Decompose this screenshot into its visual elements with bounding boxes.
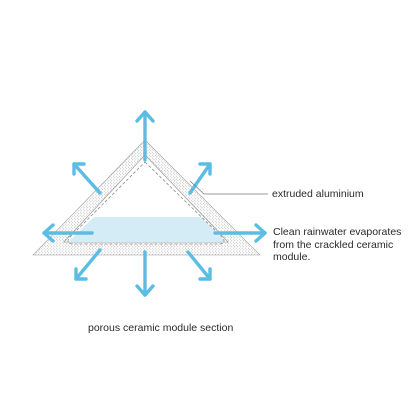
arrow-down-icon [135,250,155,297]
aluminium-leader-line [189,180,268,195]
evaporation-label: Clean rainwater evaporates from the crac… [273,226,402,263]
water-fill [68,217,226,242]
arrow-left-icon [42,223,94,243]
arrow-down-left-icon [74,248,102,281]
evaporation-arrows [42,110,267,297]
aluminium-label: extruded aluminium [272,188,364,200]
arrow-up-left-icon [72,162,102,195]
arrow-up-right-icon [188,162,212,195]
arrow-right-icon [213,223,267,243]
dashed-inner-liner [67,161,225,245]
diagram-caption: porous ceramic module section [88,322,234,334]
arrow-up-icon [135,110,155,162]
arrow-down-right-icon [186,250,212,281]
